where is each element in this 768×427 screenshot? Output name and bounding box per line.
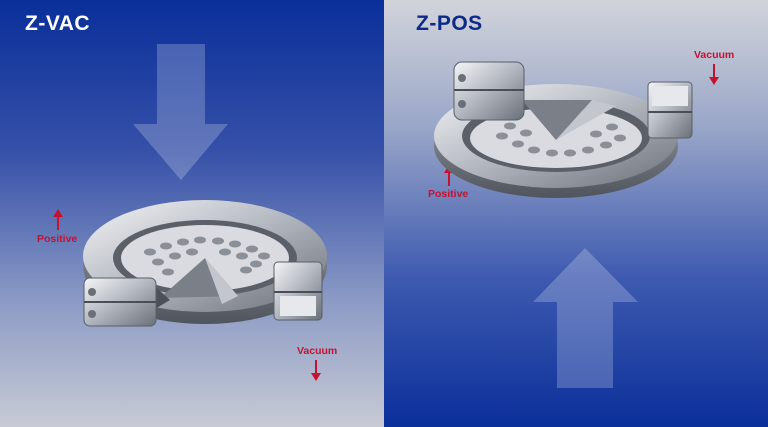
positive-marker-arrow-icon <box>53 209 63 230</box>
z-pos-panel: Z-POS <box>384 0 768 427</box>
z-vac-drawing <box>53 44 327 381</box>
positive-label: Positive <box>428 188 469 200</box>
z-pos-title: Z-POS <box>416 12 483 35</box>
vacuum-marker-arrow-icon <box>709 64 719 85</box>
z-vac-seal-ring <box>83 200 327 327</box>
vacuum-label: Vacuum <box>694 49 735 61</box>
z-pos-seal-ring <box>434 61 693 198</box>
z-vac-panel: Z-VAC <box>0 0 384 427</box>
z-pos-drawing <box>434 61 719 388</box>
vacuum-label: Vacuum <box>297 345 338 357</box>
z-vac-title: Z-VAC <box>25 12 91 35</box>
up-flow-arrow <box>533 248 638 388</box>
vacuum-marker-arrow-icon <box>311 360 321 381</box>
positive-label: Positive <box>37 233 78 245</box>
down-flow-arrow <box>133 44 228 180</box>
